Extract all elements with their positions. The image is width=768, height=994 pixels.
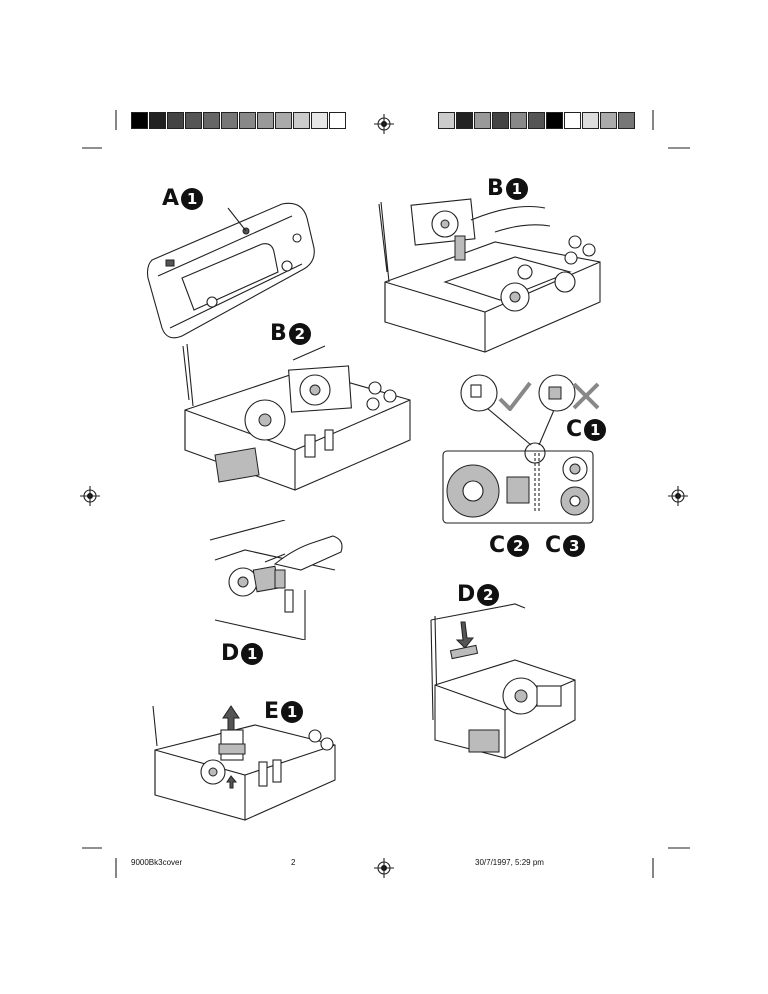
cross-icon: [572, 382, 600, 410]
check-icon: [498, 381, 532, 411]
color-swatch: [528, 112, 545, 129]
color-swatch: [600, 112, 617, 129]
color-swatch: [131, 112, 148, 129]
registration-mark-bottom-icon: [374, 858, 394, 878]
figure-b2-cassette-installed: [182, 343, 411, 491]
color-swatch: [311, 112, 328, 129]
figure-a1-closed-labeller: [146, 202, 315, 339]
figure-b1-insert-cassette: [378, 198, 601, 353]
footer-timestamp: 30/7/1997, 5:29 pm: [475, 858, 544, 867]
figure-d1-thread-tape: [209, 520, 343, 640]
color-swatch: [167, 112, 184, 129]
color-swatch: [203, 112, 220, 129]
color-swatch: [149, 112, 166, 129]
figure-e1-remove-cassette: [152, 705, 336, 821]
figure-c-tape-path: [442, 374, 594, 524]
color-swatch: [185, 112, 202, 129]
color-swatch: [329, 112, 346, 129]
registration-mark-top-icon: [374, 114, 394, 134]
color-swatch: [221, 112, 238, 129]
registration-mark-left-icon: [80, 486, 100, 506]
color-bar-right: [438, 112, 636, 129]
registration-mark-right-icon: [668, 486, 688, 506]
color-swatch: [474, 112, 491, 129]
figure-d2-cut-tape: [430, 603, 576, 759]
color-swatch: [510, 112, 527, 129]
footer-file-name: 9000Bk3cover: [131, 858, 183, 867]
color-swatch: [618, 112, 635, 129]
color-swatch: [293, 112, 310, 129]
footer-page-number: 2: [291, 858, 296, 867]
color-swatch: [275, 112, 292, 129]
color-swatch: [239, 112, 256, 129]
color-bar-left: [131, 112, 347, 129]
color-swatch: [564, 112, 581, 129]
color-swatch: [257, 112, 274, 129]
color-swatch: [456, 112, 473, 129]
color-swatch: [546, 112, 563, 129]
color-swatch: [492, 112, 509, 129]
color-swatch: [438, 112, 455, 129]
color-swatch: [582, 112, 599, 129]
